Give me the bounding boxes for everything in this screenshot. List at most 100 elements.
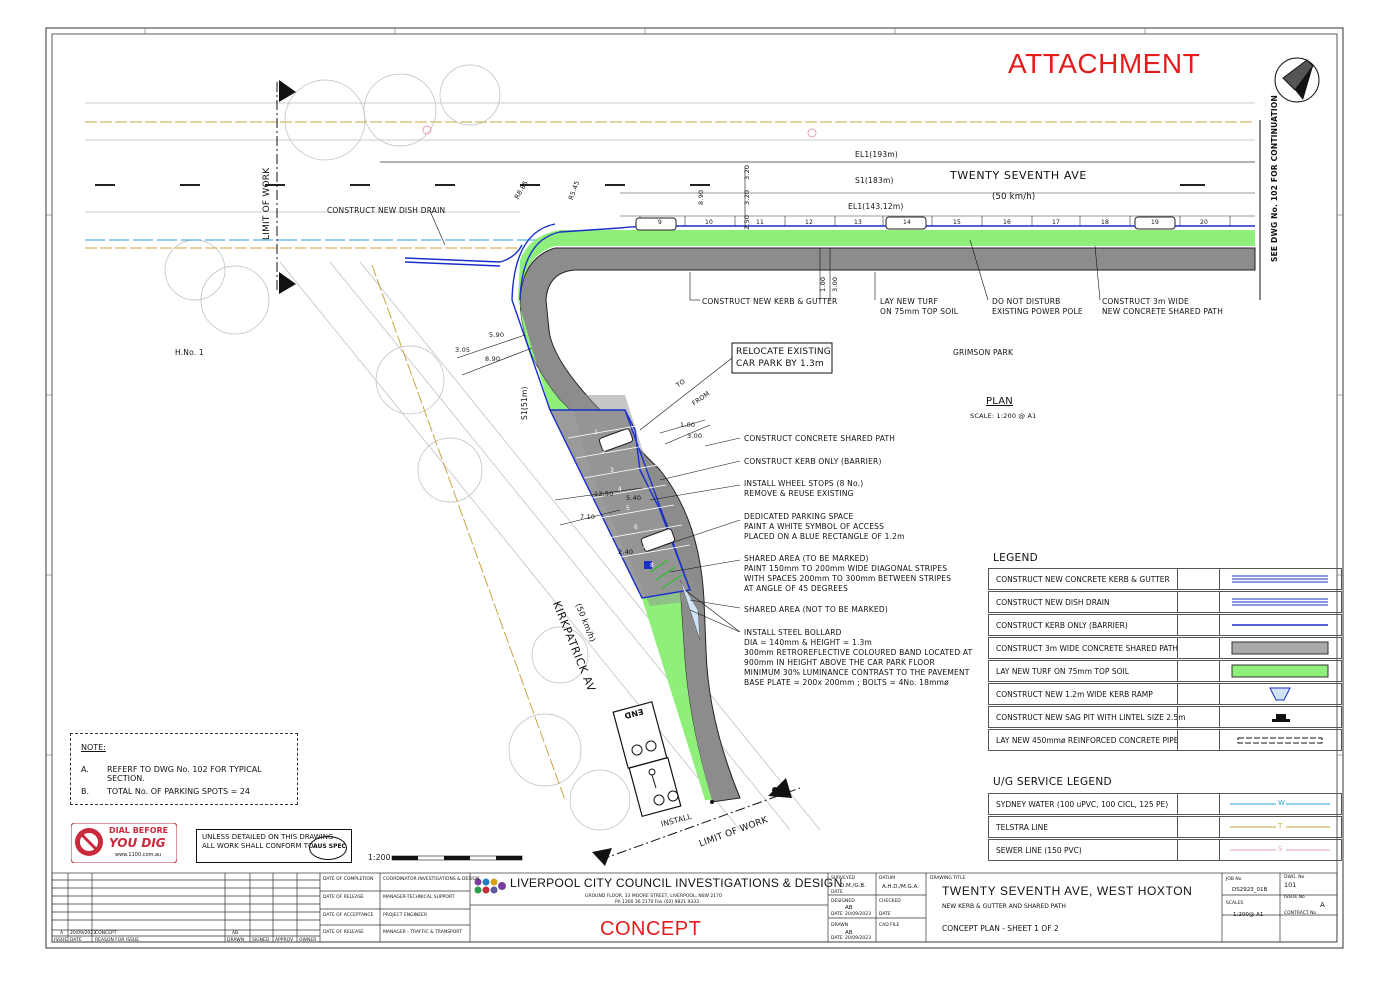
ug-code: W — [1278, 799, 1285, 807]
house-number: H.No. 1 — [175, 348, 204, 357]
designed-date: 20/09/2023 — [845, 912, 871, 917]
street-speed-main: (50 km/h) — [992, 192, 1036, 202]
callout-bollard-6: BASE PLATE = 200x 200mm ; BOLTS = 4No. 1… — [744, 678, 949, 687]
dim-1250: 12.50 — [594, 490, 614, 498]
bay-number: 4 — [618, 486, 623, 493]
datum-value: A.H.D./M.G.A. — [882, 884, 919, 890]
note-text-a: REFERF TO DWG No. 102 FOR TYPICAL SECTIO… — [107, 765, 262, 783]
drawn-date-label: DATE — [831, 936, 843, 941]
rev-issue: A — [60, 931, 64, 936]
dim-305: 3.05 — [455, 346, 471, 354]
bay-number: 12 — [805, 219, 814, 226]
ug-legend-row: SEWER LINE (150 PVC)S — [988, 839, 1342, 861]
legend-row-label: CONSTRUCT 3m WIDE CONCRETE SHARED PATH — [996, 644, 1179, 653]
bay-number: 13 — [854, 219, 863, 226]
callout-shared-path-2: NEW CONCRETE SHARED PATH — [1102, 307, 1224, 316]
ug-legend-row: TELSTRA LINE T — [988, 816, 1342, 838]
legend-table: CONSTRUCT NEW CONCRETE KERB & GUTTER CON… — [988, 568, 1342, 752]
designed-value: AB — [845, 905, 853, 911]
legend-row: LAY NEW TURF ON 75mm TOP SOIL — [988, 660, 1342, 682]
rev-col-header: REASON FOR ISSUE — [95, 938, 140, 943]
level-s1b: S1(51m) — [520, 386, 529, 420]
dim-590: 5.90 — [489, 331, 505, 339]
callout-shared-marked-4: AT ANGLE OF 45 DEGREES — [744, 584, 849, 593]
note-text-b: TOTAL No. OF PARKING SPOTS = 24 — [107, 787, 250, 796]
dim-710: 7.10 — [580, 513, 596, 521]
callout-turf-2: ON 75mm TOP SOIL — [880, 307, 959, 316]
ausspec-line1: UNLESS DETAILED ON THIS DRAWING — [202, 833, 334, 841]
checked-label: CHECKED — [879, 899, 901, 904]
ug-legend-table: SYDNEY WATER (100 uPVC, 100 CICL, 125 PE… — [988, 793, 1342, 863]
ug-code: T — [1278, 822, 1283, 830]
council-phone: Ph 1300 36 2170 Fax (02) 9821 9333 — [615, 900, 699, 905]
bay-number: 3 — [610, 467, 615, 474]
rev-reason: CONCEPT — [95, 931, 117, 936]
surveyed-label: SURVEYED — [831, 876, 856, 881]
dim-320b: 3.20 — [743, 189, 751, 205]
approver-label: MANAGER - TRAFFIC & TRANSPORT — [383, 930, 462, 935]
callout-dedicated-1: DEDICATED PARKING SPACE — [744, 512, 854, 521]
dim-250: 2.50 — [743, 214, 751, 230]
ausspec-logo: AUS SPEC — [309, 836, 347, 860]
dim-100a: 1.00 — [819, 276, 827, 292]
scales-label: SCALES — [1226, 901, 1244, 906]
bay-number: 5 — [626, 505, 631, 512]
callout-relocate-2: CAR PARK BY 1.3m — [736, 359, 824, 369]
designed-label: DESIGNED — [831, 899, 855, 904]
bay-number: 6 — [634, 524, 639, 531]
dwg-label: DWG. No — [1284, 875, 1305, 880]
legend-row-label: CONSTRUCT NEW CONCRETE KERB & GUTTER — [996, 575, 1170, 584]
council-address: GROUND FLOOR, 33 MOORE STREET, LIVERPOOL… — [585, 894, 722, 899]
bay-number: 7 — [642, 543, 647, 550]
rev-col-header: APPROV — [275, 938, 294, 943]
bay-number: 17 — [1052, 219, 1061, 226]
job-label: JOB No — [1226, 877, 1242, 882]
dim-300a: 3.00 — [831, 276, 839, 292]
attachment-label: ATTACHMENT — [1008, 48, 1201, 79]
bay-number: 10 — [705, 219, 714, 226]
legend-title: LEGEND — [993, 552, 1038, 564]
bay-number: 1 — [594, 429, 599, 436]
dial-line2: YOU DIG — [109, 836, 166, 850]
legend-row: CONSTRUCT NEW DISH DRAIN — [988, 591, 1342, 613]
approval-label: DATE OF COMPLETION — [323, 877, 374, 882]
park-name: GRIMSON PARK — [953, 348, 1014, 357]
legend-row-label: CONSTRUCT NEW SAG PIT WITH LINTEL SIZE 2… — [996, 713, 1186, 722]
ausspec-line2: ALL WORK SHALL CONFORM TO — [202, 842, 314, 850]
dim-540: 5.40 — [626, 494, 642, 502]
callout-bollard-5: MINIMUM 30% LUMINANCE CONTRAST TO THE PA… — [744, 668, 970, 677]
rev-date: 20/09/2023 — [70, 931, 96, 936]
limit-of-work-vertical: LIMIT OF WORK — [262, 167, 272, 240]
surveyed-value: D.M./G.B. — [840, 883, 866, 889]
status-label: CONCEPT — [600, 918, 702, 940]
rev-col-header: DRAWN — [227, 938, 245, 943]
drawn-value: AB — [845, 930, 853, 936]
ug-legend-row-label: TELSTRA LINE — [996, 823, 1049, 832]
ausspec-logo-text: AUS SPEC — [313, 843, 346, 850]
see-dwg-note: SEE DWG No. 102 FOR CONTINUATION — [1270, 95, 1279, 262]
ug-legend-row: SYDNEY WATER (100 uPVC, 100 CICL, 125 PE… — [988, 793, 1342, 815]
drawn-label: DRAWN — [831, 923, 849, 928]
dim-890b: 8.90 — [485, 355, 501, 363]
callout-power-pole-1: DO NOT DISTURB — [992, 297, 1061, 306]
rev-col-header: OWNER — [299, 938, 317, 943]
dim-240: 2.40 — [618, 548, 634, 556]
level-el1b: EL1(143.12m) — [848, 202, 904, 211]
callout-kerb-gutter: CONSTRUCT NEW KERB & GUTTER — [702, 297, 838, 306]
callout-dedicated-2: PAINT A WHITE SYMBOL OF ACCESS — [744, 522, 885, 531]
drawn-date: 20/09/2023 — [845, 936, 871, 941]
callout-bollard-4: 900mm IN HEIGHT ABOVE THE CAR PARK FLOOR — [744, 658, 935, 667]
callout-kerb-barrier: CONSTRUCT KERB ONLY (BARRIER) — [744, 457, 882, 466]
scales-value: 1:200@ A1 — [1233, 912, 1264, 918]
surveyed-date-label: DATE — [831, 890, 843, 895]
legend-row: CONSTRUCT NEW SAG PIT WITH LINTEL SIZE 2… — [988, 706, 1342, 728]
dial-before-you-dig-logo: DIAL BEFORE YOU DIG www.1100.com.au — [71, 823, 177, 863]
approval-label: DATE OF RELEASE — [323, 895, 364, 900]
dim-100b: 1.00 — [680, 421, 696, 429]
rev-col-header: DATE — [70, 938, 82, 943]
bay-number: 20 — [1200, 219, 1209, 226]
ug-legend-row-label: SYDNEY WATER (100 uPVC, 100 CICL, 125 PE… — [996, 800, 1169, 809]
approval-label: DATE OF RELEASE — [323, 930, 364, 935]
